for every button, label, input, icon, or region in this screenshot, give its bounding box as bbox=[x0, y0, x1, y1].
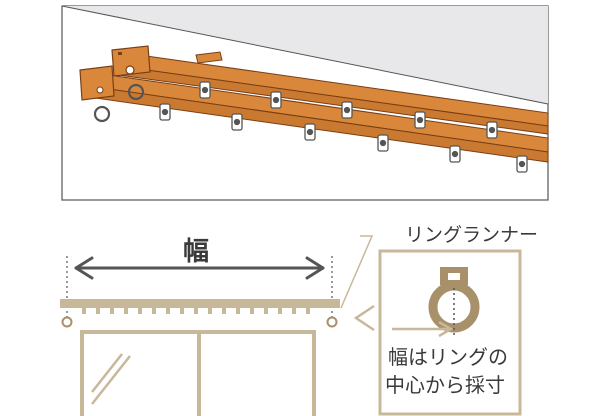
window-frame bbox=[80, 330, 316, 416]
measure-note-line2: 中心から採寸 bbox=[385, 373, 505, 397]
window-glare bbox=[91, 353, 131, 405]
width-label: 幅 bbox=[183, 237, 210, 267]
rail-illustration bbox=[61, 5, 549, 201]
callout-leader bbox=[340, 235, 374, 309]
measure-note-line1: 幅はリングの bbox=[388, 345, 508, 369]
left-ring bbox=[61, 316, 73, 328]
zoom-arrow bbox=[392, 320, 454, 338]
front-runners bbox=[159, 103, 528, 173]
ring-runner-label: リングランナー bbox=[405, 224, 539, 246]
width-arrow bbox=[74, 256, 325, 280]
runner-teeth bbox=[82, 308, 310, 314]
width-diagram bbox=[60, 235, 522, 416]
rail-bar bbox=[60, 299, 340, 308]
end-ring-back bbox=[127, 83, 145, 101]
end-ring-front bbox=[93, 105, 111, 123]
pointer-chevron bbox=[353, 304, 375, 332]
back-runners bbox=[199, 81, 498, 139]
right-ring bbox=[326, 316, 338, 328]
zoom-ring-runner bbox=[428, 267, 480, 338]
back-rail bbox=[111, 45, 549, 135]
